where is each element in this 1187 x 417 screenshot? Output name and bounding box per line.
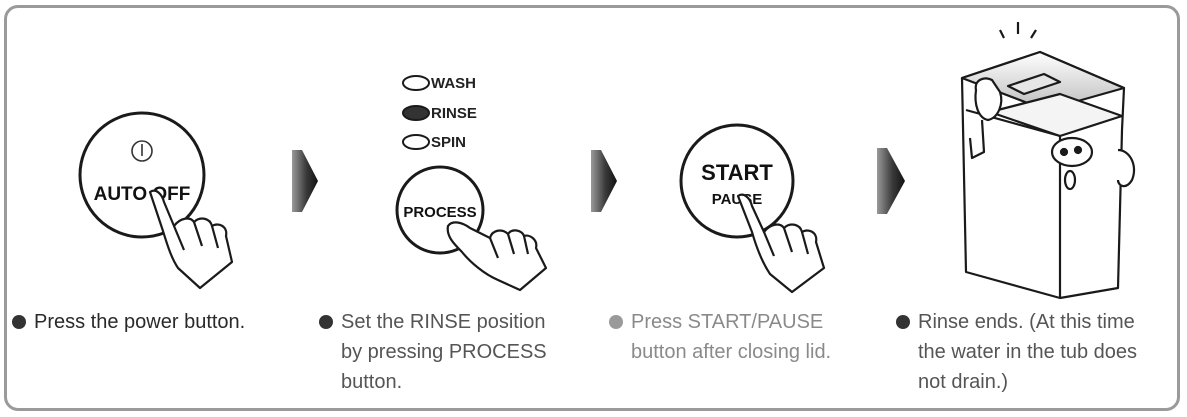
- step-arrow-1: [292, 150, 318, 212]
- bullet-icon: [12, 315, 26, 329]
- pointing-hand-icon: [736, 193, 826, 294]
- step-3-illustration: START PAUSE: [679, 123, 826, 294]
- indicator-spin-label: SPIN: [431, 134, 466, 151]
- auto-off-button: [78, 111, 206, 239]
- start-pause-button: [679, 123, 795, 239]
- step-arrow-2: [591, 150, 617, 212]
- indicator-rinse: RINSE: [402, 105, 477, 122]
- surprise-marks-icon: [999, 22, 1037, 39]
- pointing-hand-icon: [446, 221, 548, 292]
- step-3-caption: Press START/PAUSE button after closing l…: [609, 307, 889, 367]
- step-1-caption: Press the power button.: [12, 307, 302, 337]
- step-arrow-3: [877, 148, 905, 214]
- bullet-icon: [609, 315, 623, 329]
- start-label: START: [701, 160, 773, 185]
- bullet-icon: [319, 315, 333, 329]
- step-2-caption-text: Set the RINSE position by pressing PROCE…: [341, 311, 547, 393]
- process-label: PROCESS: [403, 204, 476, 221]
- indicator-wash: WASH: [402, 75, 476, 92]
- washing-machine-character: [960, 22, 1136, 300]
- step-1-illustration: AUTO OFF: [78, 111, 234, 290]
- step-3-caption-text: Press START/PAUSE button after closing l…: [631, 311, 832, 363]
- indicator-wash-label: WASH: [431, 75, 476, 92]
- indicator-spin: SPIN: [402, 134, 466, 151]
- pointing-hand-icon: [148, 189, 234, 290]
- indicator-rinse-label: RINSE: [431, 105, 477, 122]
- step-4-caption: Rinse ends. (At this time the water in t…: [896, 307, 1181, 397]
- pause-label: PAUSE: [712, 191, 763, 208]
- auto-off-label: AUTO OFF: [94, 184, 191, 205]
- step-4-caption-text: Rinse ends. (At this time the water in t…: [918, 311, 1138, 393]
- power-icon: [131, 140, 153, 162]
- step-2-illustration: WASH RINSE SPIN PROCESS: [395, 75, 548, 292]
- character-face-icon: [1050, 136, 1094, 191]
- bullet-icon: [896, 315, 910, 329]
- step-2-caption: Set the RINSE position by pressing PROCE…: [319, 307, 599, 397]
- character-hand-icon: [968, 77, 1003, 160]
- step-1-caption-text: Press the power button.: [34, 311, 246, 333]
